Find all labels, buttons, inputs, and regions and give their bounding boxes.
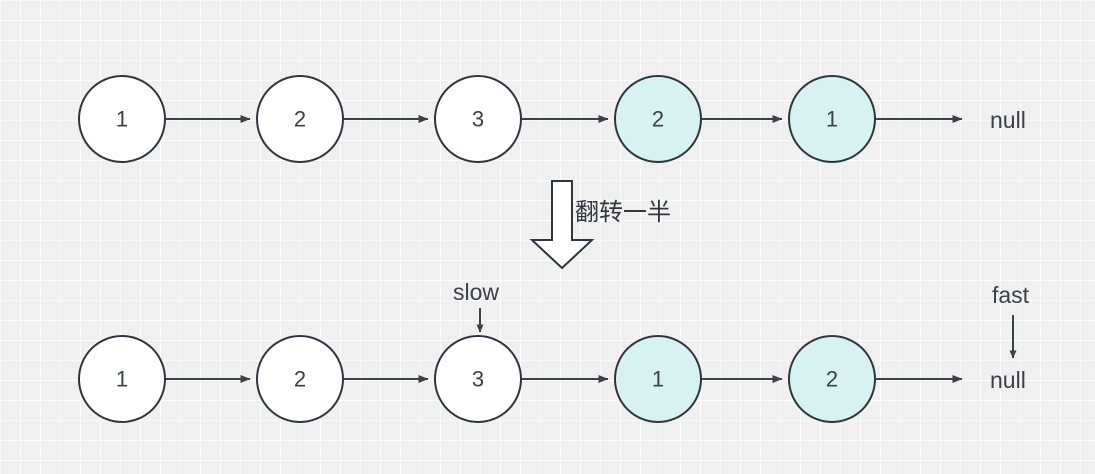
half-reversed-linked-list: 1 2 3 1 2 null [78, 335, 1026, 423]
list-node-highlighted[interactable]: 1 [788, 75, 876, 163]
null-terminator: null [990, 367, 1026, 393]
list-node[interactable]: 3 [434, 335, 522, 423]
list-node-highlighted[interactable]: 1 [614, 335, 702, 423]
node-circle[interactable] [788, 335, 876, 423]
node-value: 1 [116, 107, 128, 132]
slow-pointer: slow [453, 279, 499, 333]
node-circle[interactable] [788, 75, 876, 163]
node-circle[interactable] [78, 75, 166, 163]
node-value: 3 [472, 107, 484, 132]
list-node[interactable]: 2 [256, 335, 344, 423]
list-node-highlighted[interactable]: 2 [788, 335, 876, 423]
node-circle[interactable] [614, 335, 702, 423]
list-node[interactable]: 1 [78, 75, 166, 163]
list-node[interactable]: 1 [78, 335, 166, 423]
slow-pointer-label: slow [453, 279, 499, 305]
list-node[interactable]: 3 [434, 75, 522, 163]
node-circle[interactable] [614, 75, 702, 163]
node-value: 3 [472, 367, 484, 392]
list-node[interactable]: 2 [256, 75, 344, 163]
node-circle[interactable] [434, 75, 522, 163]
node-value: 1 [652, 367, 664, 392]
node-circle[interactable] [78, 335, 166, 423]
node-value: 2 [652, 107, 664, 132]
node-value: 2 [294, 107, 306, 132]
transform-label: 翻转一半 [575, 198, 671, 226]
down-block-arrow-icon [529, 180, 595, 270]
node-value: 2 [294, 367, 306, 392]
list-node-highlighted[interactable]: 2 [614, 75, 702, 163]
node-circle[interactable] [256, 75, 344, 163]
node-circle[interactable] [434, 335, 522, 423]
fast-pointer: fast [992, 282, 1030, 359]
node-circle[interactable] [256, 335, 344, 423]
fast-pointer-label: fast [992, 282, 1030, 308]
node-value: 2 [826, 367, 838, 392]
reverse-half-step: 翻转一半 [529, 180, 671, 270]
node-value: 1 [116, 367, 128, 392]
null-terminator: null [990, 107, 1026, 133]
original-linked-list: 1 2 3 2 1 null [78, 75, 1026, 163]
node-value: 1 [826, 107, 838, 132]
